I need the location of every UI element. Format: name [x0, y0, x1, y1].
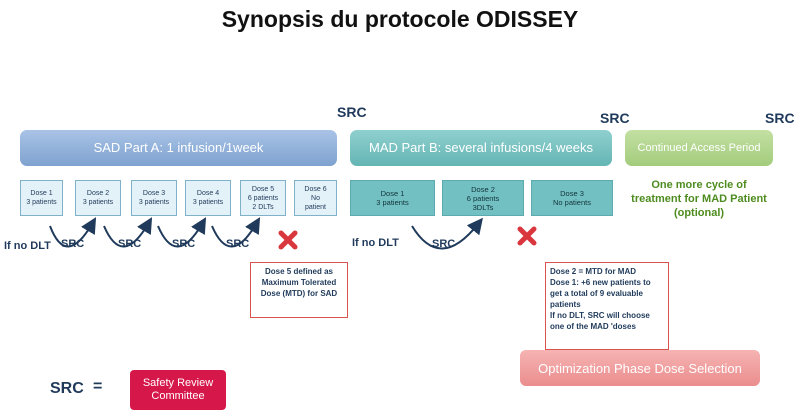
phase-mad-bar: MAD Part B: several infusions/4 weeks — [350, 130, 612, 166]
continued-access-note: One more cycle of treatment for MAD Pati… — [631, 179, 767, 219]
dose-name: Dose 3 — [560, 189, 584, 198]
mad-dose-2: Dose 2 6 patients 3DLTs — [442, 180, 524, 216]
phase-continued-bar: Continued Access Period — [625, 130, 773, 166]
dose-name: Dose 2 — [86, 190, 110, 197]
dose-name: Dose 1 — [30, 190, 53, 197]
loop-src-label-mad: SRC — [432, 238, 456, 250]
dose-name: Dose 3 — [142, 190, 166, 197]
loop-src-label-2: SRC — [118, 238, 142, 250]
dose-name: Dose 4 — [196, 190, 220, 197]
sad-dose-4: Dose 4 3 patients — [185, 180, 231, 216]
sad-dose-5: Dose 5 6 patients 2 DLTs — [240, 180, 286, 216]
loop-arrow-mad — [411, 217, 483, 250]
page-title: Synopsis du protocole ODISSEY — [221, 6, 579, 32]
mad-note-line-3: If no DLT, SRC will choose one of the MA… — [550, 311, 650, 331]
dose-detail-2: 2 DLTs — [252, 203, 274, 211]
loop-arrow-2 — [103, 217, 153, 248]
dose-detail: No patients — [553, 198, 591, 207]
stop-x-icon-mad — [517, 226, 537, 246]
stop-x-icon-sad — [278, 230, 298, 250]
dose-detail: 3 patients — [138, 199, 170, 206]
mad-note-line-2: Dose 1: +6 new patients to get a total o… — [550, 278, 651, 309]
dose-name: Dose 6 — [304, 185, 327, 193]
loop-arrow-1 — [49, 217, 97, 248]
loop-src-label-4: SRC — [226, 238, 250, 250]
phase-sad-bar: SAD Part A: 1 infusion/1week — [20, 130, 337, 166]
dose-detail: No — [311, 194, 320, 202]
legend-equals: = — [93, 378, 103, 395]
dose-name: Dose 5 — [251, 185, 275, 193]
mad-dose-1: Dose 1 3 patients — [350, 180, 435, 216]
mad-dose-3: Dose 3 No patients — [531, 180, 613, 216]
legend-abbr: SRC — [50, 380, 84, 397]
mad-note-line-1: Dose 2 = MTD for MAD — [550, 267, 637, 276]
sad-dose-3: Dose 3 3 patients — [131, 180, 177, 216]
dose-name: Dose 2 — [471, 184, 495, 194]
dose-detail: 6 patients — [466, 193, 500, 203]
if-no-dlt-sad: If no DLT — [4, 240, 51, 252]
legend-meaning: Safety Review Committee — [130, 370, 226, 410]
sad-mtd-note: Dose 5 defined as Maximum Tolerated Dose… — [250, 262, 348, 318]
loop-arrow-4 — [211, 217, 261, 248]
mad-note: Dose 2 = MTD for MAD Dose 1: +6 new pati… — [545, 262, 669, 350]
if-no-dlt-mad: If no DLT — [352, 237, 399, 249]
src-label-continued: SRC — [765, 110, 795, 126]
sad-dose-1: Dose 1 3 patients — [20, 180, 63, 216]
loop-src-label-3: SRC — [172, 238, 196, 250]
dose-name: Dose 1 — [380, 189, 405, 198]
src-label-mad: SRC — [600, 110, 630, 126]
dose-detail-2: patient — [304, 203, 327, 211]
dose-detail: 3 patients — [376, 198, 409, 207]
dose-detail: 6 patients — [247, 194, 279, 202]
loop-src-label-1: SRC — [61, 238, 85, 250]
optimization-phase-box: Optimization Phase Dose Selection — [520, 350, 760, 386]
dose-detail: 3 patients — [192, 199, 224, 206]
dose-detail-2: 3DLTs — [472, 202, 494, 212]
loop-arrow-3 — [157, 217, 207, 248]
sad-dose-2: Dose 2 3 patients — [75, 180, 121, 216]
src-label-sad: SRC — [337, 104, 367, 120]
dose-detail: 3 patients — [26, 199, 57, 206]
dose-detail: 3 patients — [82, 199, 114, 206]
sad-dose-6: Dose 6 No patient — [294, 180, 337, 216]
